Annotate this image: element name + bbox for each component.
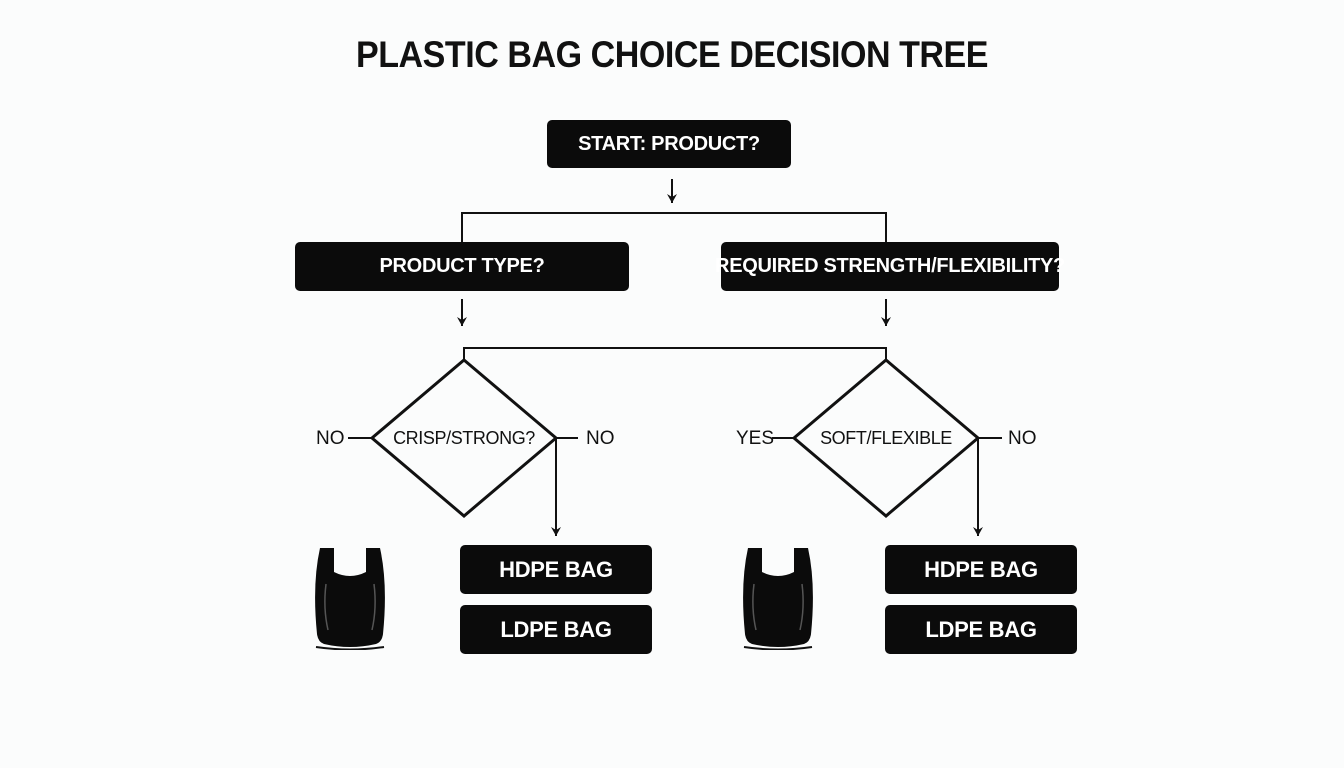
right-ldpe-result: LDPE BAG [885, 605, 1077, 654]
right-hdpe-result: HDPE BAG [885, 545, 1077, 594]
diagram-title: PLASTIC BAG CHOICE DECISION TREE [355, 34, 989, 75]
soft-right-label: NO [1008, 428, 1037, 449]
soft-left-label: YES [736, 428, 775, 449]
crisp-strong-label: CRISP/STRONG? [393, 427, 535, 448]
soft-flexible-diamond [791, 358, 981, 518]
plastic-bag-icon [315, 548, 385, 650]
mid-split-line [463, 347, 887, 360]
crisp-left-label: NO [316, 428, 345, 449]
plastic-bag-icon [743, 548, 813, 650]
product-type-node: PRODUCT TYPE? [295, 242, 629, 291]
crisp-strong-diamond [369, 358, 559, 518]
start-node: START: PRODUCT? [547, 120, 791, 168]
crisp-right-label: NO [586, 428, 615, 449]
left-hdpe-result: HDPE BAG [460, 545, 652, 594]
left-ldpe-result: LDPE BAG [460, 605, 652, 654]
required-strength-node: REQUIRED STRENGTH/FLEXIBILITY? [715, 242, 1065, 291]
top-split-line [461, 212, 887, 242]
soft-flexible-label: SOFT/FLEXIBLE [820, 427, 952, 448]
